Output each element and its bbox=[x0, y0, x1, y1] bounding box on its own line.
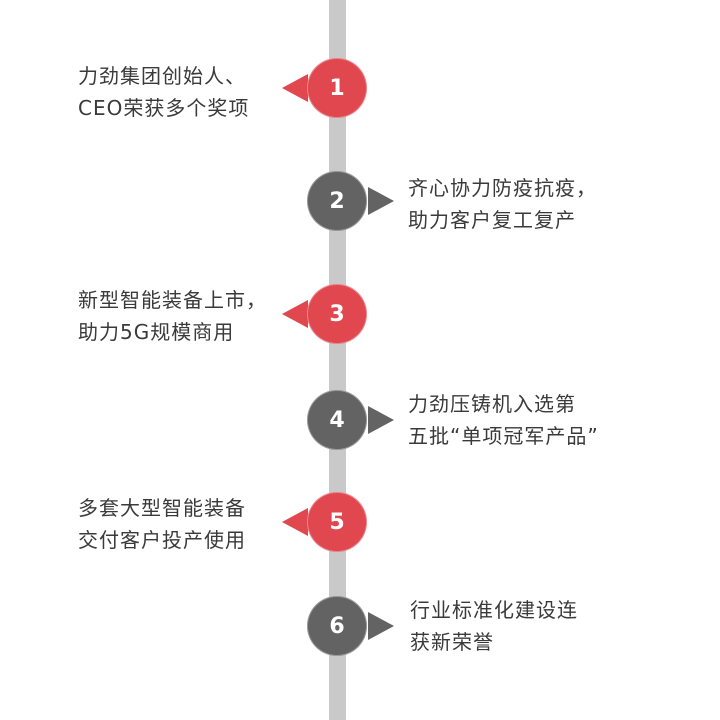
arrow-right-icon bbox=[368, 187, 394, 215]
milestone-node-1: 1 bbox=[307, 58, 367, 118]
milestone-node-5: 5 bbox=[307, 492, 367, 552]
milestone-label-3-line-2: 助力5G规模商用 bbox=[78, 320, 235, 344]
arrow-left-icon bbox=[282, 74, 308, 102]
milestone-label-6-line-2: 获新荣誉 bbox=[410, 630, 494, 654]
milestone-label-2: 齐心协力防疫抗疫， 助力客户复工复产 bbox=[408, 172, 597, 236]
arrow-right-icon bbox=[368, 612, 394, 640]
milestone-label-1-line-2: CEO荣获多个奖项 bbox=[78, 96, 250, 120]
milestone-label-1: 力劲集团创始人、 CEO荣获多个奖项 bbox=[78, 60, 249, 124]
milestone-label-1-line-1: 力劲集团创始人、 bbox=[78, 64, 246, 88]
milestone-label-4-line-1: 力劲压铸机入选第 bbox=[408, 392, 576, 416]
milestone-node-3: 3 bbox=[307, 284, 367, 344]
milestone-label-2-line-1: 齐心协力防疫抗疫， bbox=[408, 176, 597, 200]
milestone-label-6-line-1: 行业标准化建设连 bbox=[410, 598, 578, 622]
arrow-left-icon bbox=[282, 508, 308, 536]
milestone-label-2-line-2: 助力客户复工复产 bbox=[408, 208, 576, 232]
milestone-label-4-line-2: 五批“单项冠军产品” bbox=[408, 424, 599, 448]
arrow-right-icon bbox=[368, 406, 394, 434]
milestone-node-6: 6 bbox=[307, 596, 367, 656]
milestone-node-4: 4 bbox=[307, 390, 367, 450]
milestone-label-5: 多套大型智能装备 交付客户投产使用 bbox=[78, 492, 246, 556]
arrow-left-icon bbox=[282, 300, 308, 328]
milestone-label-5-line-2: 交付客户投产使用 bbox=[78, 528, 246, 552]
milestone-label-3: 新型智能装备上市， 助力5G规模商用 bbox=[78, 284, 267, 348]
milestone-node-2: 2 bbox=[307, 171, 367, 231]
milestone-label-3-line-1: 新型智能装备上市， bbox=[78, 288, 267, 312]
milestone-label-4: 力劲压铸机入选第 五批“单项冠军产品” bbox=[408, 388, 599, 452]
milestone-label-5-line-1: 多套大型智能装备 bbox=[78, 496, 246, 520]
milestone-label-6: 行业标准化建设连 获新荣誉 bbox=[410, 594, 578, 658]
